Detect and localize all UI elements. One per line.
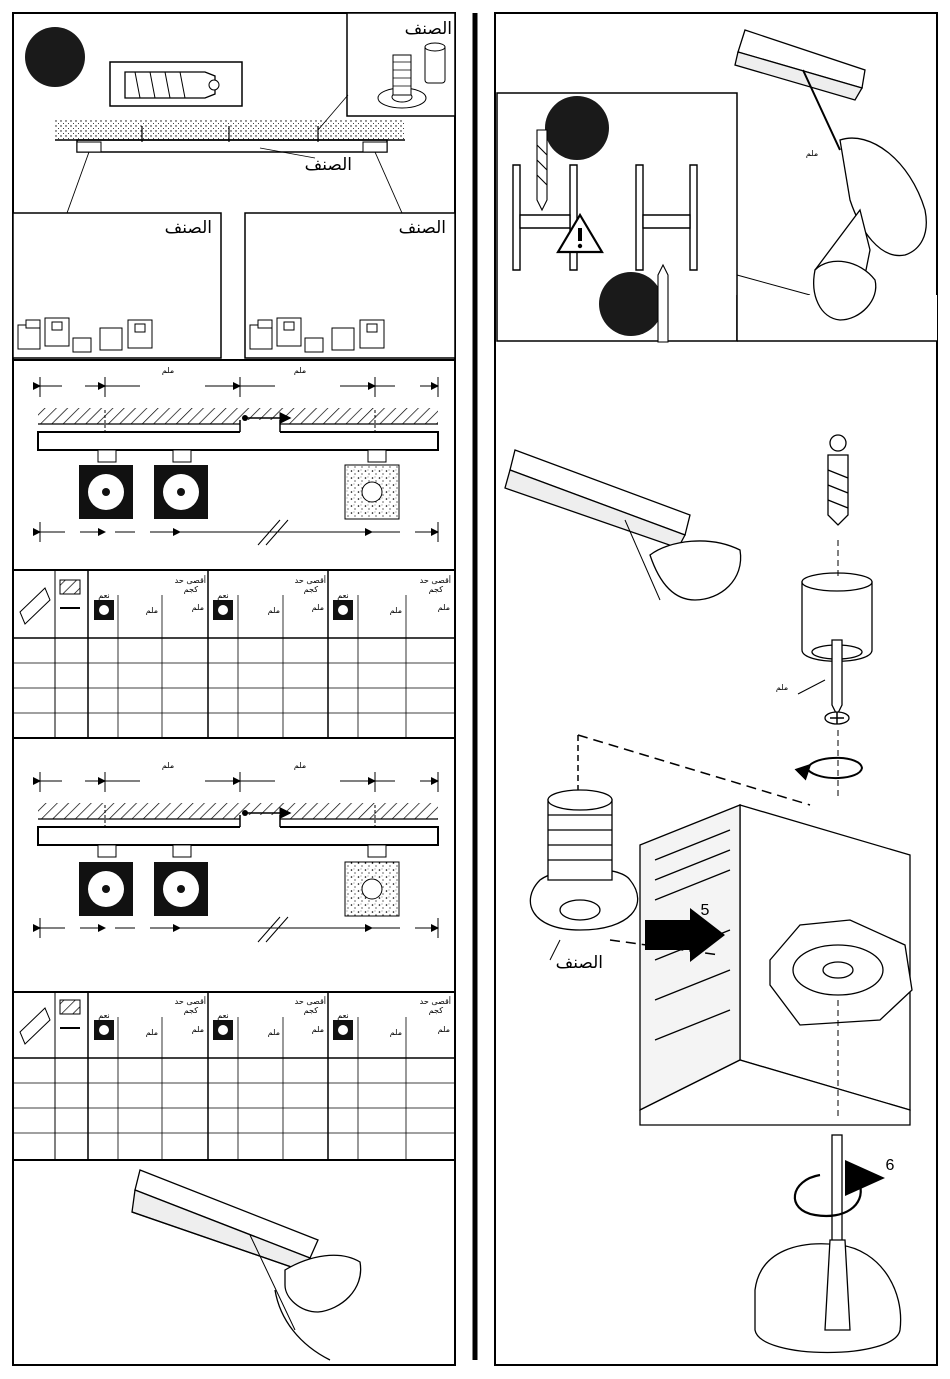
table1-header-mm: ملم bbox=[438, 603, 450, 612]
dim-label-mm: ملم bbox=[162, 366, 174, 375]
ceiling-strip bbox=[55, 120, 405, 140]
dimension-diagram-1: ملم ملم bbox=[38, 366, 438, 545]
load-table-1 bbox=[13, 570, 455, 738]
step-number-6: 6 bbox=[886, 1157, 895, 1174]
rail-item-label: الصنف bbox=[305, 155, 352, 175]
dim-label-mm: ملم bbox=[294, 366, 306, 375]
table1-header-mm: ملم bbox=[268, 606, 280, 615]
table2-header-mm: ملم bbox=[192, 1025, 204, 1034]
assembly-item-label: الصنف bbox=[556, 953, 603, 973]
table2-header-max: أقصى حد bbox=[295, 996, 326, 1006]
table1-header-kg: كجم bbox=[429, 585, 443, 594]
table1-header-kg: كجم bbox=[304, 585, 318, 594]
dimension-diagram-2: ملم ملم bbox=[38, 761, 438, 942]
screw-label-mm: ملم bbox=[776, 683, 788, 692]
table2-header-kg: كجم bbox=[184, 1006, 198, 1015]
table2-header-kg: كجم bbox=[429, 1006, 443, 1015]
table2-header-yes: نعم bbox=[217, 1011, 228, 1020]
table2-header-mm: ملم bbox=[146, 1028, 158, 1037]
table1-header-max: أقصى حد bbox=[420, 575, 451, 585]
table1-header-mm: ملم bbox=[146, 606, 158, 615]
table2-header-max: أقصى حد bbox=[175, 996, 206, 1006]
table2-header-yes: نعم bbox=[98, 1011, 109, 1020]
step-number-5: 5 bbox=[701, 902, 710, 919]
dim-label-mm: ملم bbox=[294, 761, 306, 770]
load-table-2 bbox=[13, 992, 455, 1160]
drill-label-mm: ملم bbox=[806, 149, 818, 158]
rail-screw-illustration bbox=[505, 435, 872, 724]
screwdriver-illustration bbox=[755, 1135, 901, 1353]
drill-illustration bbox=[735, 30, 926, 320]
table1-header-mm: ملم bbox=[390, 606, 402, 615]
dim-label-mm: ملم bbox=[162, 761, 174, 770]
wall-plug-icon bbox=[125, 72, 219, 98]
right-box-item-label: الصنف bbox=[399, 218, 446, 238]
rail-bar bbox=[77, 140, 387, 152]
step-marker-dot bbox=[545, 96, 609, 160]
table1-header-yes: نعم bbox=[98, 591, 109, 600]
table2-header-mm: ملم bbox=[268, 1028, 280, 1037]
rotate-arrow-icon bbox=[808, 758, 862, 778]
table2-header-mm: ملم bbox=[438, 1025, 450, 1034]
step-marker-dot bbox=[25, 27, 85, 87]
table2-header-max: أقصى حد bbox=[420, 996, 451, 1006]
step-marker-dot bbox=[599, 272, 663, 336]
table2-header-yes: نعم bbox=[337, 1011, 348, 1020]
table1-header-yes: نعم bbox=[337, 591, 348, 600]
table1-header-max: أقصى حد bbox=[295, 575, 326, 585]
table2-header-mm: ملم bbox=[390, 1028, 402, 1037]
table1-header-mm: ملم bbox=[192, 603, 204, 612]
table1-header-max: أقصى حد bbox=[175, 575, 206, 585]
table2-header-mm: ملم bbox=[312, 1025, 324, 1034]
left-box-item-label: الصنف bbox=[165, 218, 212, 238]
table1-header-mm: ملم bbox=[312, 603, 324, 612]
rail-marking-illustration bbox=[132, 1170, 361, 1360]
table1-header-yes: نعم bbox=[217, 591, 228, 600]
table2-header-kg: كجم bbox=[304, 1006, 318, 1015]
inset-item-label: الصنف bbox=[405, 19, 452, 39]
table1-header-kg: كجم bbox=[184, 585, 198, 594]
